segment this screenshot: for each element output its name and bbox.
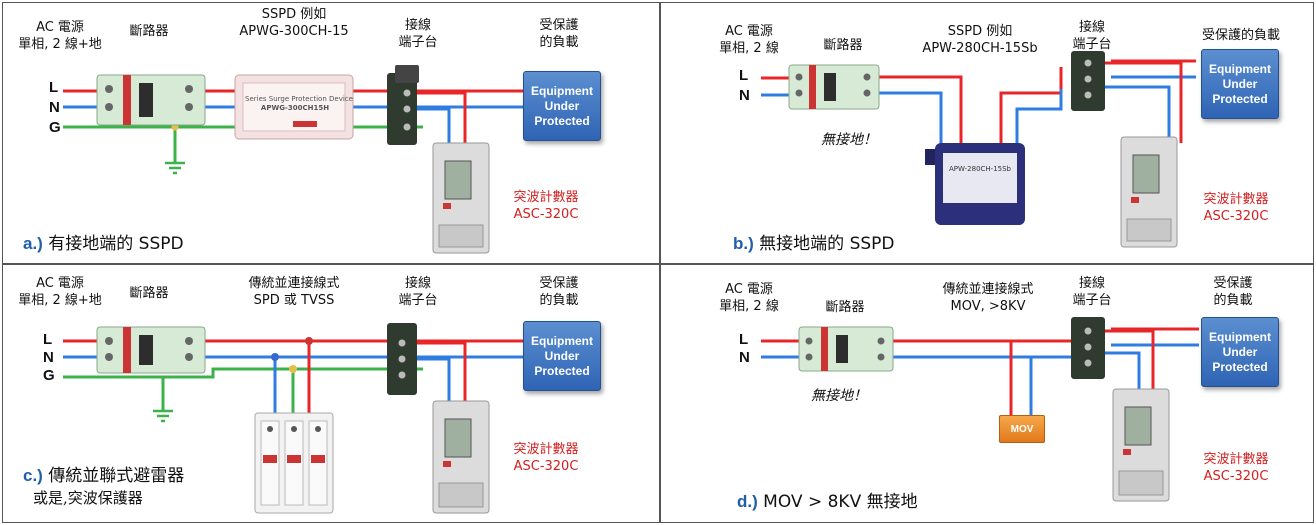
terminal-label-a: 接線端子台 [398, 18, 438, 50]
load-label-c: 受保護的負載 [539, 276, 579, 308]
caption-c: c.) 傳統並聯式避雷器 或是,突波保護器 [23, 466, 185, 507]
sspd-device-b [925, 143, 1025, 225]
spd-module-c [254, 412, 334, 514]
breaker-d [798, 326, 894, 372]
breaker-c [96, 326, 206, 374]
load-label-b: 受保護的負載 [1201, 28, 1280, 43]
no-ground-note-b: 無接地！ [821, 132, 877, 148]
wiring-c [63, 323, 523, 514]
sspd-device-a [234, 74, 354, 140]
surge-counter-d [1112, 388, 1170, 502]
caption-b: b.) 無接地端的 SSPD [733, 234, 895, 254]
line-l-d: L [739, 331, 749, 348]
mov-component: MOV [999, 415, 1045, 443]
breaker-a [96, 74, 206, 126]
terminal-block-a [387, 65, 419, 145]
source-label-a: AC 電源單相, 2 線+地 [18, 20, 102, 52]
terminal-block-d [1071, 317, 1105, 379]
caption-d: d.) MOV > 8KV 無接地 [737, 492, 918, 512]
wiring-d [761, 317, 1199, 502]
line-l-c: L [43, 331, 53, 348]
breaker-label-a: 斷路器 [129, 24, 169, 39]
breaker-label-d: 斷路器 [825, 300, 865, 315]
surge-counter-b [1120, 136, 1178, 248]
line-l-b: L [739, 67, 749, 84]
breaker-label-c: 斷路器 [129, 286, 169, 301]
terminal-block-b [1071, 51, 1105, 111]
line-g-a: G [49, 119, 61, 136]
terminal-block-c [387, 323, 417, 395]
no-ground-note-d: 無接地！ [811, 388, 867, 404]
line-l-a: L [49, 79, 59, 96]
load-label-d: 受保護的負載 [1213, 276, 1253, 308]
breaker-label-b: 斷路器 [823, 38, 863, 53]
terminal-label-c: 接線端子台 [398, 276, 438, 308]
line-n-d: N [739, 349, 750, 366]
line-n-b: N [739, 87, 750, 104]
line-g-c: G [43, 367, 55, 384]
source-label-d: AC 電源單相, 2 線 [719, 282, 779, 314]
line-n-a: N [49, 99, 60, 116]
line-n-c: N [43, 349, 54, 366]
wiring-a [63, 65, 523, 254]
terminal-label-d: 接線端子台 [1072, 276, 1112, 308]
load-label-a: 受保護的負載 [539, 18, 579, 50]
terminal-label-b: 接線端子台 [1072, 20, 1112, 52]
wiring-b [761, 51, 1196, 248]
breaker-b [788, 64, 880, 110]
source-label-c: AC 電源單相, 2 線+地 [18, 276, 102, 308]
surge-counter-a [432, 142, 490, 254]
device-face-b: APW-280CH-15Sb [948, 165, 1011, 173]
caption-a: a.) 有接地端的 SSPD [23, 234, 184, 254]
source-label-b: AC 電源單相, 2 線 [719, 24, 779, 56]
surge-counter-c [432, 400, 490, 514]
